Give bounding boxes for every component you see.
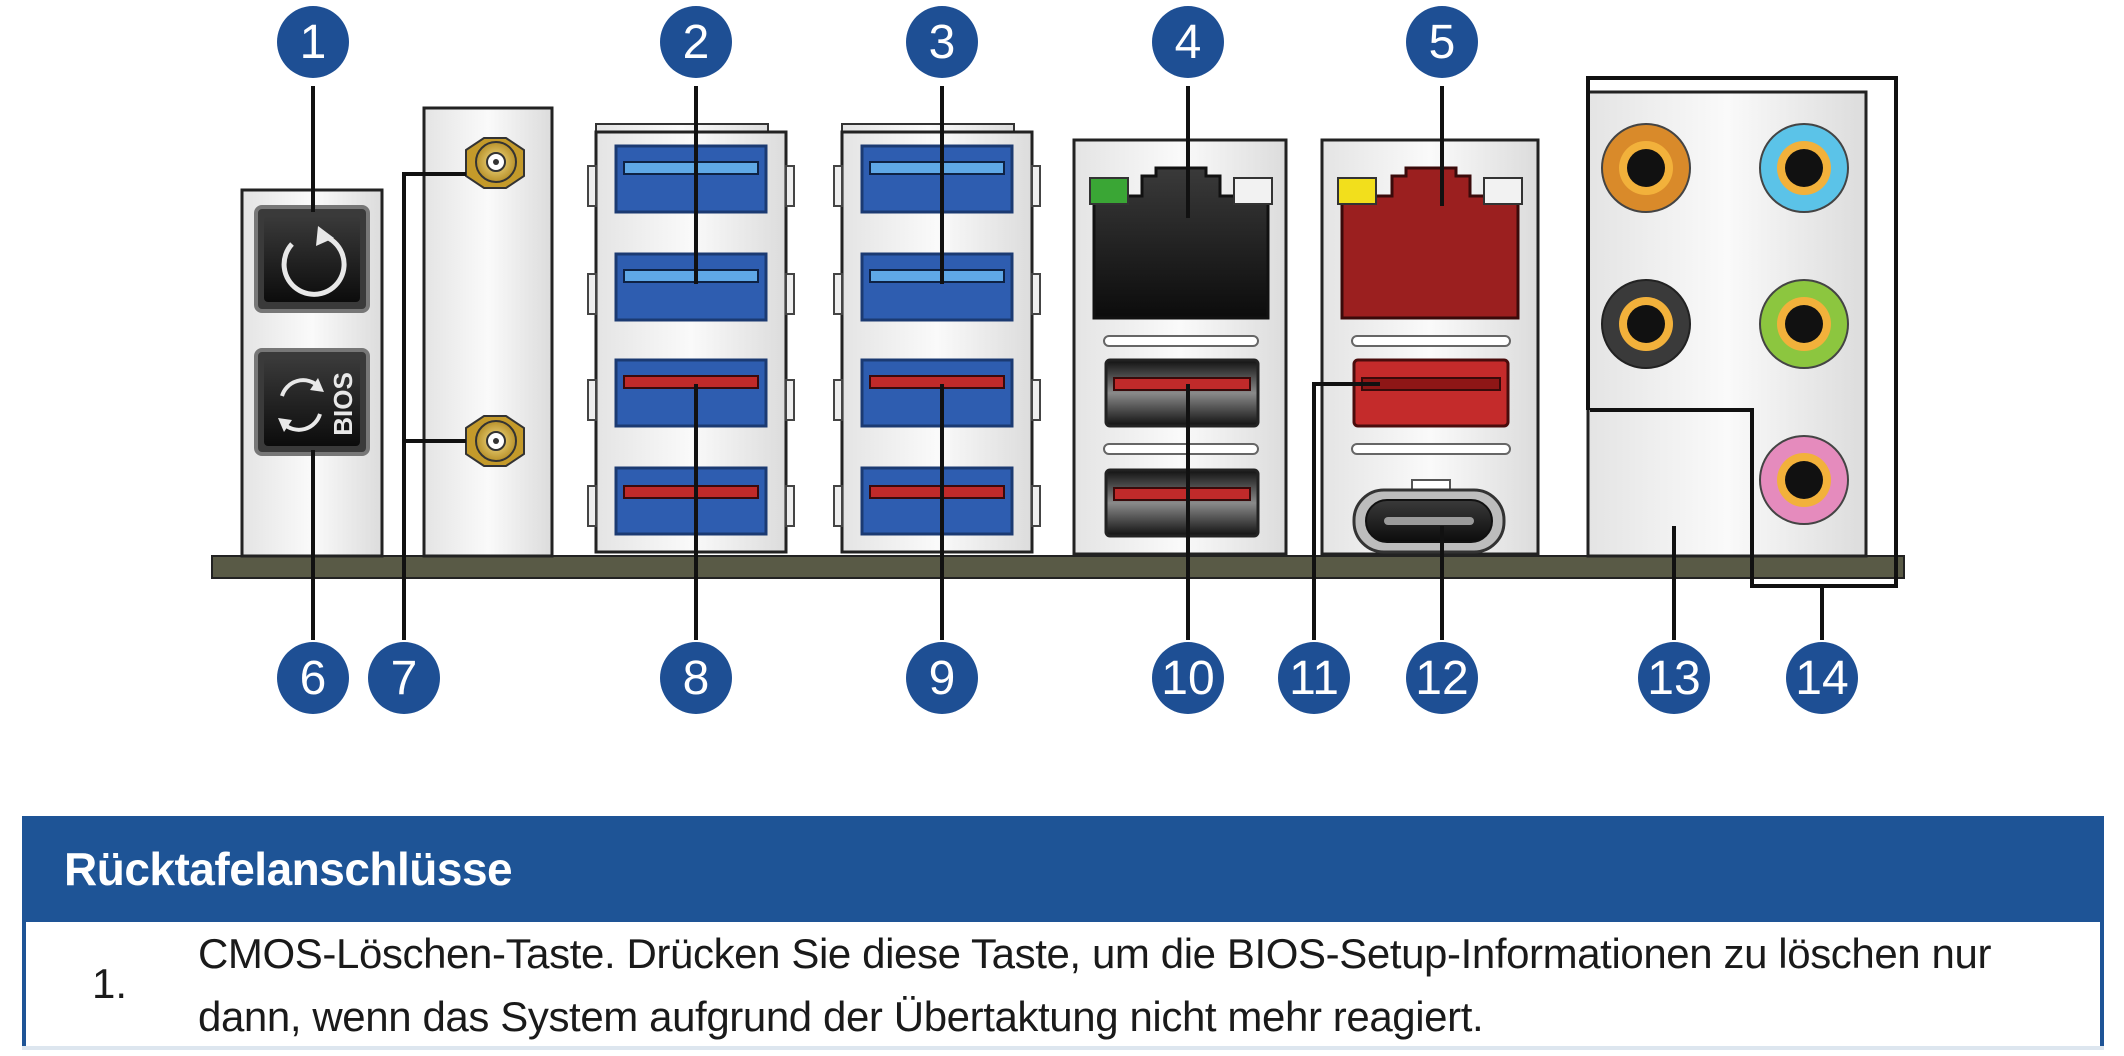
- refresh-icon: [281, 233, 347, 297]
- callout-10: 10: [1152, 642, 1224, 714]
- callout-number: 1: [300, 16, 327, 69]
- callout-number: 3: [929, 16, 956, 69]
- lan-usb-stack-b: [1320, 138, 1540, 556]
- usb-port[interactable]: [614, 358, 768, 428]
- callout-6: 6: [277, 642, 349, 714]
- usb-stack-b: [833, 123, 1041, 554]
- pcb-board: [211, 555, 1905, 579]
- audio-jack-pink[interactable]: [1759, 435, 1849, 525]
- usb-port[interactable]: [860, 466, 1014, 536]
- ethernet-port-red[interactable]: [1337, 166, 1523, 320]
- bios-label: BIOS: [328, 372, 358, 436]
- table-title: Rücktafelanschlüsse: [64, 843, 513, 895]
- wifi-antenna-connector-bottom[interactable]: [465, 415, 525, 467]
- audio-jack-panel: [1586, 90, 1868, 558]
- callout-2: 2: [660, 6, 732, 78]
- callout-number: 10: [1161, 652, 1214, 705]
- lan-usb-stack-a: [1072, 138, 1288, 556]
- ethernet-port[interactable]: [1089, 166, 1273, 320]
- callout-13: 13: [1638, 642, 1710, 714]
- audio-jack-black[interactable]: [1601, 279, 1691, 369]
- callout-7: 7: [368, 642, 440, 714]
- audio-jack-blue[interactable]: [1759, 123, 1849, 213]
- callout-number: 2: [683, 16, 710, 69]
- audio-jack-green[interactable]: [1759, 279, 1849, 369]
- usb-port[interactable]: [860, 144, 1014, 214]
- usb-port[interactable]: [614, 252, 768, 322]
- callout-number: 8: [683, 652, 710, 705]
- lan-led-white: [1483, 177, 1523, 205]
- row-number: 1.: [92, 960, 128, 1007]
- callout-number: 13: [1647, 652, 1700, 705]
- callout-3: 3: [906, 6, 978, 78]
- wifi-antenna-connector-top[interactable]: [465, 137, 525, 189]
- wifi-antenna-bracket: [422, 106, 554, 558]
- usb-port[interactable]: [614, 466, 768, 536]
- callout-9: 9: [906, 642, 978, 714]
- callout-1: 1: [277, 6, 349, 78]
- callout-number: 11: [1289, 652, 1339, 705]
- callout-11: 11: [1278, 642, 1350, 714]
- callout-5: 5: [1406, 6, 1478, 78]
- callout-number: 4: [1175, 16, 1202, 69]
- sync-icon: [280, 378, 320, 397]
- lan-led-yellow: [1337, 177, 1377, 205]
- lan-led-green: [1089, 177, 1129, 205]
- usb-port[interactable]: [860, 358, 1014, 428]
- clear-cmos-button[interactable]: [254, 205, 370, 313]
- callout-number: 9: [929, 652, 956, 705]
- row-divider: [22, 1046, 2104, 1050]
- callout-number: 6: [300, 652, 327, 705]
- callout-number: 12: [1415, 652, 1468, 705]
- callout-4: 4: [1152, 6, 1224, 78]
- usb-port[interactable]: [1104, 468, 1260, 538]
- rear-panel-table: Rücktafelanschlüsse 1. CMOS-Löschen-Tast…: [22, 816, 2104, 1056]
- usb-port[interactable]: [1352, 358, 1510, 428]
- callout-12: 12: [1406, 642, 1478, 714]
- callout-8: 8: [660, 642, 732, 714]
- usb-port[interactable]: [860, 252, 1014, 322]
- row-description: CMOS-Löschen-Taste. Drücken Sie diese Ta…: [198, 930, 1992, 1040]
- rear-panel-diagram: BIOS: [211, 6, 1905, 714]
- table-row: 1. CMOS-Löschen-Taste. Drücken Sie diese…: [22, 922, 2104, 1046]
- audio-jack-orange[interactable]: [1601, 123, 1691, 213]
- usb-port[interactable]: [614, 144, 768, 214]
- lan-led-white: [1233, 177, 1273, 205]
- usb-port[interactable]: [1104, 358, 1260, 428]
- callout-14: 14: [1786, 642, 1858, 714]
- leader-lines: [311, 76, 1898, 640]
- callout-number: 5: [1429, 16, 1456, 69]
- callout-number: 7: [391, 652, 418, 705]
- bios-flashback-button[interactable]: BIOS: [254, 348, 370, 456]
- usb-c-port[interactable]: [1352, 479, 1506, 554]
- table-header: Rücktafelanschlüsse: [22, 816, 2104, 922]
- usb-stack-a: [587, 123, 795, 554]
- callout-number: 14: [1795, 652, 1848, 705]
